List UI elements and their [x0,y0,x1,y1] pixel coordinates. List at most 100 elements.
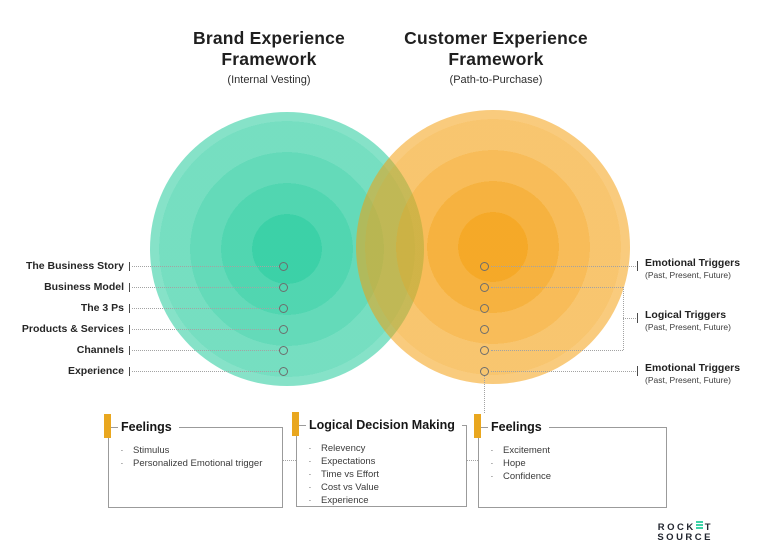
node-marker [480,325,489,334]
left-label-row: Channels [0,343,288,357]
box-title: Feelings [118,420,179,434]
trigger-subtitle: (Past, Present, Future) [645,270,731,280]
bullet-icon: · [308,482,312,493]
gold-accent-bar [292,412,299,436]
left-label: Business Model [44,281,124,293]
bullet-icon: · [490,445,494,456]
box-title: Feelings [488,420,549,434]
dotted-connector [467,460,478,461]
left-label: Channels [76,344,124,356]
list-item: ·Stimulus [117,444,278,457]
title-line: Brand Experience [192,28,345,48]
tick-mark [129,345,130,355]
bullet-icon: · [308,456,312,467]
box-title: Logical Decision Making [306,418,462,432]
dotted-drop-line [484,376,485,413]
gold-accent-bar [104,414,111,438]
logo-line-source: SOURCE [657,532,713,543]
left-label-row: Experience [0,364,288,378]
list-item: ·Experience [305,494,462,507]
tick-mark [129,324,130,334]
trigger-subtitle: (Past, Present, Future) [645,322,731,332]
list-item: ·Excitement [487,444,662,457]
bullet-icon: · [490,458,494,469]
tick-mark [129,282,130,292]
left-label-row: The Business Story [0,259,288,273]
box-list: ·Excitement ·Hope ·Confidence [479,428,666,483]
node-marker [480,367,489,376]
dotted-connector [132,370,279,372]
title-line: Customer Experience [404,28,588,48]
trigger-title: Emotional Triggers [645,257,741,269]
bullet-icon: · [120,458,124,469]
dotted-connector [491,266,636,267]
logical-decision-box: Logical Decision Making ·Relevency ·Expe… [292,412,467,507]
dotted-connector [491,350,623,351]
feelings-box-brand: Feelings ·Stimulus ·Personalized Emotion… [104,414,283,508]
box-list: ·Stimulus ·Personalized Emotional trigge… [109,428,282,470]
bullet-icon: · [308,495,312,506]
bullet-icon: · [308,443,312,454]
node-marker [480,262,489,271]
left-label: Experience [67,365,124,377]
node-marker [480,346,489,355]
list-item: ·Cost vs Value [305,481,462,494]
tick-mark [129,261,130,271]
brand-framework-title: Brand Experience Framework (Internal Ves… [157,28,381,86]
tick-mark [637,313,638,323]
tick-mark [129,303,130,313]
node-marker [480,304,489,313]
box-list: ·Relevency ·Expectations ·Time vs Effort… [297,426,466,507]
node-marker [480,283,489,292]
trigger-title: Emotional Triggers [645,362,741,374]
title-subtitle: (Path-to-Purchase) [449,74,543,86]
list-item: ·Time vs Effort [305,468,462,481]
left-label-row: Business Model [0,280,288,294]
tick-mark [637,366,638,376]
right-label-emotional-top: Emotional Triggers (Past, Present, Futur… [645,257,740,280]
dotted-connector [132,307,279,309]
node-marker [279,324,288,334]
node-marker [279,345,288,355]
title-line: Framework [448,49,544,69]
left-label-row: Products & Services [0,322,288,336]
feelings-box-customer: Feelings ·Excitement ·Hope ·Confidence [474,414,667,508]
dotted-connector [132,349,279,351]
list-item: ·Hope [487,457,662,470]
list-item: ·Relevency [305,442,462,455]
right-label-emotional-bottom: Emotional Triggers (Past, Present, Futur… [645,362,740,385]
customer-framework-title: Customer Experience Framework (Path-to-P… [384,28,608,86]
tick-mark [129,366,130,376]
left-label: Products & Services [21,323,124,335]
dotted-connector [491,371,636,372]
node-marker [279,366,288,376]
node-marker [279,261,288,271]
dotted-connector [132,328,279,330]
trigger-title: Logical Triggers [645,309,727,321]
left-label: The 3 Ps [80,302,124,314]
logo-e-bars-icon [695,521,703,530]
list-item: ·Confidence [487,470,662,483]
gold-accent-bar [474,414,481,438]
bullet-icon: · [490,471,494,482]
dotted-connector [623,318,636,319]
dotted-connector [132,286,279,288]
dotted-connector [491,287,623,288]
list-item: ·Personalized Emotional trigger [117,457,278,470]
left-label: The Business Story [25,260,124,272]
bullet-icon: · [120,445,124,456]
list-item: ·Expectations [305,455,462,468]
trigger-subtitle: (Past, Present, Future) [645,375,731,385]
tick-mark [637,261,638,271]
dotted-connector [283,460,296,461]
node-marker [279,282,288,292]
right-label-logical: Logical Triggers (Past, Present, Future) [645,309,731,332]
left-label-row: The 3 Ps [0,301,288,315]
bullet-icon: · [308,469,312,480]
dotted-connector [132,265,279,267]
node-marker [279,303,288,313]
title-line: Framework [221,49,317,69]
